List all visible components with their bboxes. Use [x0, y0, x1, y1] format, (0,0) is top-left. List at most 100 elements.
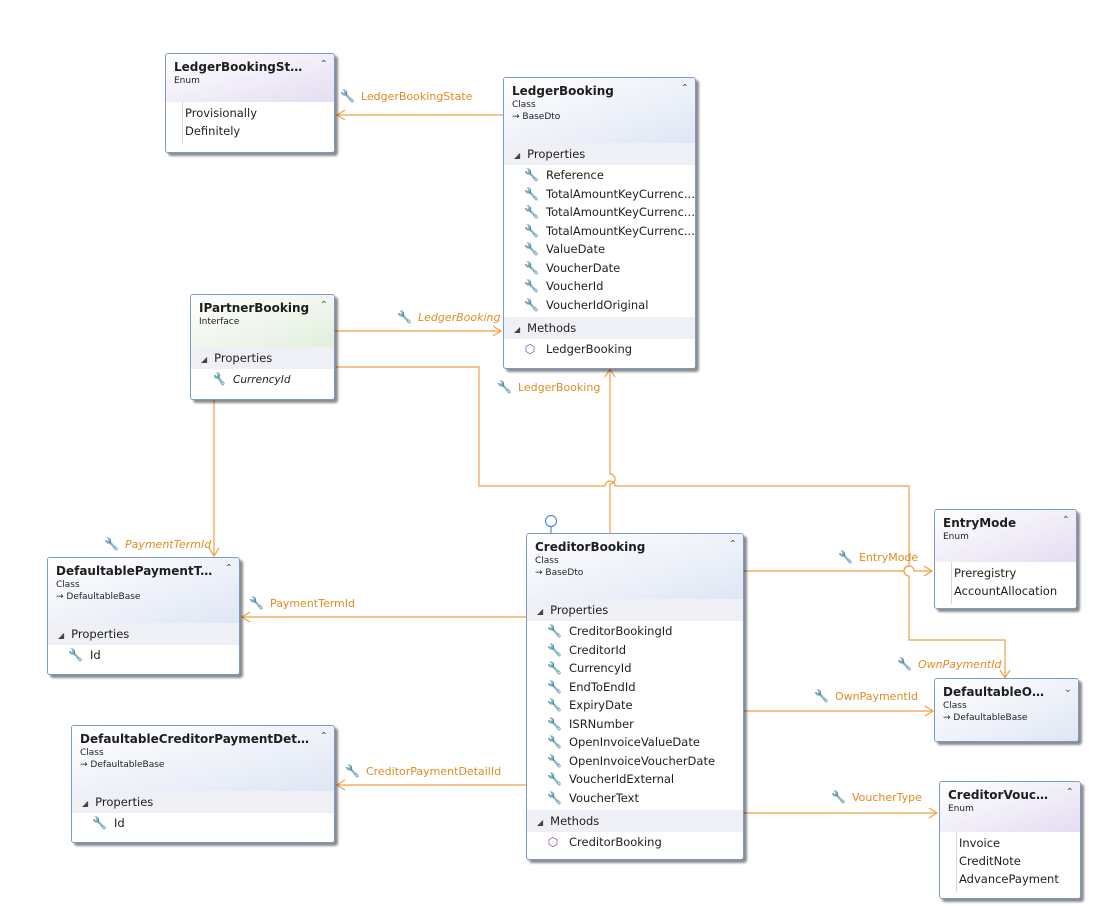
- section-properties[interactable]: ◢Properties: [504, 143, 695, 165]
- wrench-icon: 🔧: [547, 679, 562, 694]
- section-properties[interactable]: ◢Properties: [191, 347, 334, 369]
- box-header: LedgerBooking Class → BaseDto ⌃: [504, 78, 695, 143]
- box-base-class: → DefaultableBase: [56, 592, 141, 602]
- box-title: LedgerBooking: [512, 84, 614, 98]
- wrench-icon: 🔧: [547, 753, 562, 768]
- box-header: DefaultableOwn... Class → DefaultableBas…: [935, 679, 1078, 741]
- method-list: ⬡CreditorBooking: [527, 832, 743, 855]
- connector-label-own-payment-ipartner: 🔧OwnPaymentId: [897, 657, 1002, 671]
- box-header: IPartnerBooking Interface ⌃: [191, 295, 334, 347]
- enum-value: Preregistry: [954, 566, 1017, 580]
- property-row: 🔧VoucherIdExternal: [527, 770, 743, 789]
- wrench-icon: 🔧: [497, 380, 512, 394]
- box-header: EntryMode Enum ⌃: [935, 510, 1076, 562]
- box-base-class: → BaseDto: [535, 568, 584, 578]
- double-chevron-up-icon[interactable]: ⌃: [224, 563, 233, 574]
- defaultable-payment-term-box[interactable]: DefaultablePaymentTerm Class → Defaultab…: [47, 557, 240, 675]
- wrench-icon: 🔧: [92, 816, 107, 830]
- connector-own-payment-ipartner: [336, 366, 1006, 677]
- method-row: ⬡CreditorBooking: [527, 833, 743, 852]
- connector-label-entry-mode: 🔧EntryMode: [838, 550, 919, 564]
- property-row: 🔧TotalAmountKeyCurrenc...: [504, 222, 695, 241]
- collapse-triangle-icon: ◢: [58, 631, 65, 640]
- wrench-icon: 🔧: [524, 186, 539, 201]
- double-chevron-up-icon[interactable]: ⌃: [319, 59, 328, 70]
- ledger-booking-state-box[interactable]: LedgerBookingState Enum ⌃ Provisionally …: [165, 53, 335, 153]
- ipartner-booking-box[interactable]: IPartnerBooking Interface ⌃ ◢Properties …: [190, 294, 335, 400]
- property-row: 🔧CreditorBookingId: [527, 622, 743, 641]
- section-properties[interactable]: ◢Properties: [527, 599, 743, 621]
- wrench-icon: 🔧: [547, 624, 562, 638]
- collapse-triangle-icon: ◢: [537, 607, 544, 616]
- box-header: DefaultablePaymentTerm Class → Defaultab…: [48, 558, 239, 623]
- wrench-icon: 🔧: [68, 648, 83, 662]
- double-chevron-up-icon[interactable]: ⌃: [680, 83, 689, 94]
- collapse-triangle-icon: ◢: [201, 355, 208, 364]
- creditor-booking-box[interactable]: CreditorBooking Class → BaseDto ⌃ ◢Prope…: [526, 533, 744, 860]
- enum-value: AccountAllocation: [954, 584, 1058, 598]
- box-title: DefaultableOwn...: [943, 685, 1054, 699]
- wrench-icon: 🔧: [547, 772, 562, 786]
- wrench-icon: 🔧: [831, 790, 846, 804]
- lollipop-icon: [544, 514, 558, 534]
- collapse-triangle-icon: ◢: [514, 325, 521, 334]
- box-stereotype: Class: [535, 556, 559, 566]
- connector-label-payment-term-ipartner: 🔧PaymentTermId: [104, 537, 212, 551]
- defaultable-creditor-payment-detail-box[interactable]: DefaultableCreditorPaymentDetail Class →…: [71, 725, 335, 843]
- box-stereotype: Class: [56, 580, 80, 590]
- enum-value: Invoice: [959, 836, 1001, 850]
- double-chevron-down-icon[interactable]: ⌄: [1063, 684, 1072, 695]
- double-chevron-up-icon[interactable]: ⌃: [1061, 515, 1070, 526]
- box-base-class: → DefaultableBase: [80, 760, 165, 770]
- box-title: CreditorVoucher...: [948, 788, 1056, 802]
- ledger-booking-box[interactable]: LedgerBooking Class → BaseDto ⌃ ◢Propert…: [503, 77, 696, 369]
- box-stereotype: Enum: [174, 76, 200, 86]
- box-header: CreditorVoucher... Enum ⌃: [940, 782, 1080, 832]
- collapse-triangle-icon: ◢: [82, 799, 89, 808]
- double-chevron-up-icon[interactable]: ⌃: [319, 731, 328, 742]
- wrench-icon: 🔧: [340, 89, 355, 103]
- connector-ledger-booking-creditor: [609, 370, 616, 533]
- property-row: 🔧VoucherIdOriginal: [504, 296, 695, 315]
- wrench-icon: 🔧: [897, 657, 912, 671]
- box-stereotype: Class: [943, 701, 967, 711]
- entry-mode-box[interactable]: EntryMode Enum ⌃ Preregistry AccountAllo…: [934, 509, 1077, 609]
- enum-values: Preregistry AccountAllocation: [951, 562, 1076, 604]
- collapse-triangle-icon: ◢: [537, 818, 544, 827]
- connector-label-payment-term: 🔧PaymentTermId: [249, 596, 355, 610]
- wrench-icon: 🔧: [547, 735, 562, 749]
- section-methods[interactable]: ◢Methods: [504, 317, 695, 339]
- wrench-icon: 🔧: [547, 698, 562, 712]
- wrench-icon: 🔧: [524, 205, 539, 219]
- section-methods[interactable]: ◢Methods: [527, 810, 743, 832]
- wrench-icon: 🔧: [524, 223, 539, 238]
- connector-label-own-payment: 🔧OwnPaymentId: [814, 689, 918, 703]
- enum-value: Definitely: [185, 124, 241, 138]
- box-title: DefaultableCreditorPaymentDetail: [80, 732, 310, 746]
- property-row: 🔧VoucherDate: [504, 259, 695, 278]
- defaultable-own-box[interactable]: DefaultableOwn... Class → DefaultableBas…: [934, 678, 1079, 742]
- double-chevron-up-icon[interactable]: ⌃: [728, 539, 737, 550]
- enum-value: AdvancePayment: [959, 872, 1059, 886]
- double-chevron-up-icon[interactable]: ⌃: [1065, 787, 1074, 798]
- wrench-icon: 🔧: [547, 642, 562, 657]
- box-base-class: → BaseDto: [512, 112, 561, 122]
- wrench-icon: 🔧: [524, 260, 539, 275]
- wrench-icon: 🔧: [524, 279, 539, 293]
- double-chevron-up-icon[interactable]: ⌃: [319, 300, 328, 311]
- wrench-icon: 🔧: [838, 550, 853, 564]
- box-header: DefaultableCreditorPaymentDetail Class →…: [72, 726, 334, 791]
- section-properties[interactable]: ◢Properties: [48, 623, 239, 645]
- creditor-voucher-box[interactable]: CreditorVoucher... Enum ⌃ Invoice Credit…: [939, 781, 1081, 899]
- property-list: 🔧Id: [48, 645, 239, 668]
- connector-label-ledger-booking-ipartner: 🔧LedgerBooking: [397, 310, 501, 324]
- wrench-icon: 🔧: [524, 242, 539, 256]
- property-row: 🔧TotalAmountKeyCurrenc...: [504, 185, 695, 204]
- box-stereotype: Enum: [943, 532, 969, 542]
- box-header: CreditorBooking Class → BaseDto ⌃: [527, 534, 743, 599]
- box-stereotype: Class: [80, 748, 104, 758]
- section-properties[interactable]: ◢Properties: [72, 791, 334, 813]
- box-header: LedgerBookingState Enum ⌃: [166, 54, 334, 102]
- box-stereotype: Interface: [199, 317, 240, 327]
